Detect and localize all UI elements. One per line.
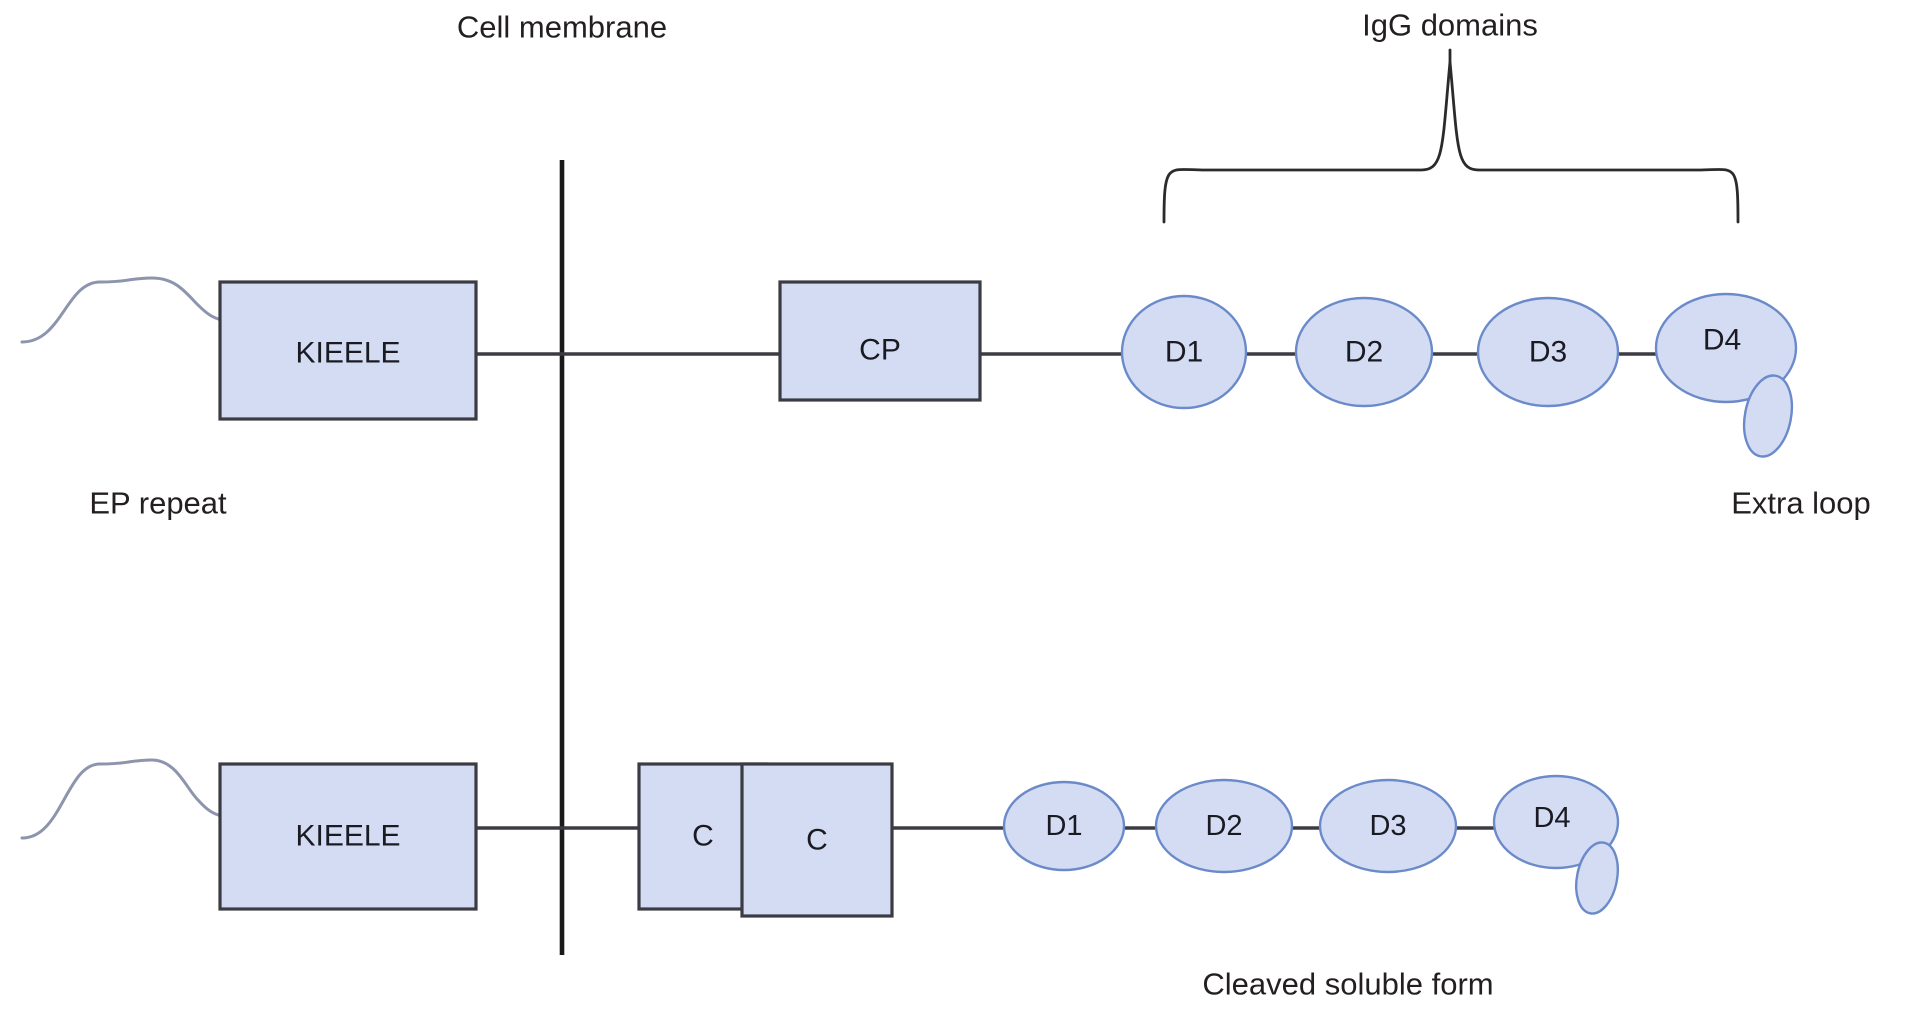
domain-d2-top-label: D2 bbox=[1345, 336, 1383, 369]
extra-loop-oval-bottom bbox=[1575, 841, 1619, 915]
domain-d1-bottom-label: D1 bbox=[1045, 810, 1082, 842]
domain-d4-top bbox=[1654, 292, 1798, 404]
extra-loop-label: Extra loop bbox=[1731, 486, 1871, 521]
domain-d1-bottom bbox=[1002, 780, 1126, 872]
domain-d3-bottom bbox=[1318, 778, 1458, 874]
domain-d3-top bbox=[1476, 296, 1620, 408]
ep-repeat-label: EP repeat bbox=[89, 486, 227, 521]
ep-repeat-squiggle-bottom bbox=[20, 758, 224, 840]
kieele-box-bottom-label: KIEELE bbox=[295, 820, 400, 853]
cell-membrane-label: Cell membrane bbox=[457, 10, 667, 45]
domain-d1-top bbox=[1120, 294, 1248, 410]
domain-d2-top bbox=[1294, 296, 1434, 408]
kieele-box-bottom bbox=[218, 762, 478, 911]
igg-domains-brace bbox=[1162, 60, 1740, 224]
domain-d3-top-label: D3 bbox=[1529, 336, 1567, 369]
ep-repeat-squiggle-top bbox=[20, 276, 224, 344]
kieele-box-top-label: KIEELE bbox=[295, 337, 400, 370]
domain-d4-top-label: D4 bbox=[1703, 324, 1741, 357]
cp-box bbox=[778, 280, 982, 402]
domain-d3-bottom-label: D3 bbox=[1369, 810, 1406, 842]
cleaved-soluble-form-label: Cleaved soluble form bbox=[1202, 967, 1493, 1002]
domain-d4-bottom bbox=[1492, 774, 1620, 870]
c-box-soluble-label: C bbox=[806, 824, 828, 857]
domain-d2-bottom-label: D2 bbox=[1205, 810, 1242, 842]
igg-domains-label: IgG domains bbox=[1362, 8, 1538, 43]
c-box-soluble bbox=[740, 762, 894, 918]
cp-box-label: CP bbox=[859, 334, 901, 367]
c-box-membrane-label: C bbox=[692, 820, 714, 853]
kieele-box-top bbox=[218, 280, 478, 421]
domain-d2-bottom bbox=[1154, 778, 1294, 874]
domain-d4-bottom-label: D4 bbox=[1533, 802, 1570, 834]
domain-d1-top-label: D1 bbox=[1165, 336, 1203, 369]
extra-loop-oval-top bbox=[1742, 374, 1794, 458]
